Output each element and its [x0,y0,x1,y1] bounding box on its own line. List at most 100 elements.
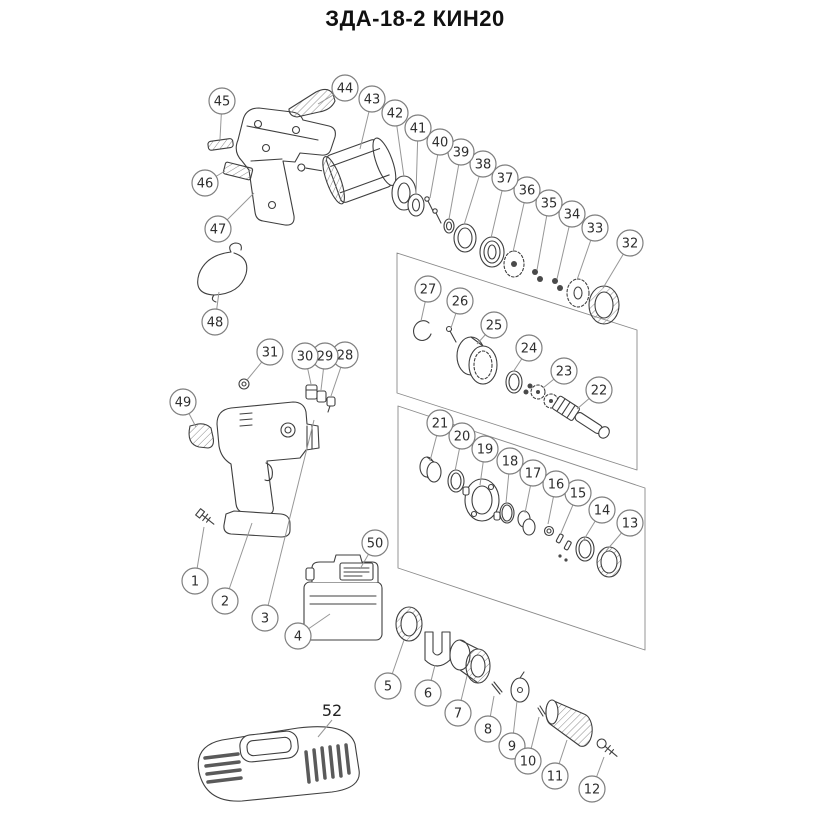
callout-balloon [616,229,644,257]
baffle-part [407,193,425,217]
callout-number: 25 [486,319,503,334]
callout-number: 20 [454,430,471,445]
charger-part [197,726,360,802]
motor-screws-part [424,196,442,224]
callout-number: 31 [262,346,279,361]
callout-balloon [331,74,359,102]
callout-29: 29 [311,342,339,391]
label-text: 52 [322,701,342,720]
callout-balloon [448,422,476,450]
callout-balloon [585,376,613,404]
callout-number: 48 [207,316,224,331]
callout-balloon [358,85,386,113]
callout-number: 42 [387,107,404,122]
callout-37: 37 [490,164,519,239]
lanyard-part [197,242,248,303]
callout-balloon [519,459,547,487]
callout-number: 28 [337,349,354,364]
screw-part-1 [195,508,215,525]
callout-balloon [578,775,606,803]
callout-30: 30 [291,342,319,385]
callout-31: 31 [246,338,284,381]
callout-balloon [496,447,524,475]
callout-17: 17 [519,459,547,514]
ring-part-20 [447,469,465,493]
pin-part-10 [537,705,546,717]
callout-34: 34 [556,200,586,280]
callout-balloon [204,215,232,243]
callout-balloon [291,342,319,370]
callout-balloon [256,338,284,366]
callout-48: 48 [201,291,229,336]
callout-35: 35 [535,189,563,271]
callout-balloon [208,87,236,115]
callout-number: 44 [337,82,354,97]
spindle-part-22 [552,395,610,439]
callout-number: 17 [525,467,542,482]
gear-housing-part-19 [462,478,501,522]
housing-cup-part-7 [449,639,491,684]
callout-balloon [374,672,402,700]
callout-49: 49 [169,388,197,428]
callout-19: 19 [471,435,499,486]
callout-number: 47 [210,223,227,238]
ring-gear-part-25 [456,336,498,385]
callout-balloon [541,762,569,790]
callout-number: 37 [497,172,514,187]
callout-number: 8 [484,723,492,738]
callout-balloon [284,622,312,650]
callout-26: 26 [446,287,474,329]
washer-part-39 [443,218,455,234]
callout-balloon [211,587,239,615]
callout-32: 32 [602,229,644,289]
callout-balloon [446,287,474,315]
callout-number: 12 [584,783,601,798]
callout-balloon [471,435,499,463]
callout-4: 4 [284,613,331,650]
battery-part [303,554,383,641]
callout-15: 15 [560,479,592,534]
callout-number: 1 [191,575,199,590]
callout-number: 23 [556,365,573,380]
callout-number: 7 [454,707,462,722]
screw-part-26 [445,325,457,343]
callout-number: 15 [570,487,587,502]
callout-27: 27 [414,275,442,322]
hammer-frame-part-6 [424,631,451,667]
callout-balloon [480,311,508,339]
callout-balloon [542,470,570,498]
callout-22: 22 [576,376,613,410]
callout-number: 21 [432,417,449,432]
callout-41: 41 [404,114,432,195]
washer-part-18 [499,502,515,524]
chuck-sleeve-part-11 [545,699,593,747]
callout-33: 33 [576,214,609,281]
callout-36: 36 [512,176,541,253]
callout-39: 39 [447,138,475,220]
callout-balloon [381,99,409,127]
callout-23: 23 [542,357,578,389]
callout-number: 5 [384,680,392,695]
callout-number: 43 [364,93,381,108]
callout-balloon [361,529,389,557]
small-ring-part-31 [238,378,250,390]
callout-balloon [414,275,442,303]
callout-number: 46 [197,177,214,192]
callout-number: 2 [221,595,229,610]
gearbox-subassembly-box [396,252,638,471]
callout-balloon [616,509,644,537]
callout-balloon [491,164,519,192]
callout-number: 29 [317,350,334,365]
callout-number: 45 [214,95,231,110]
callout-number: 24 [521,342,538,357]
callout-balloon [535,189,563,217]
retaining-ring-part-32 [588,285,620,325]
callout-balloon [181,567,209,595]
callout-number: 3 [261,612,269,627]
callout-13: 13 [605,509,644,552]
motor-part [297,137,397,205]
callout-number: 22 [591,384,608,399]
callout-number: 27 [420,283,437,298]
